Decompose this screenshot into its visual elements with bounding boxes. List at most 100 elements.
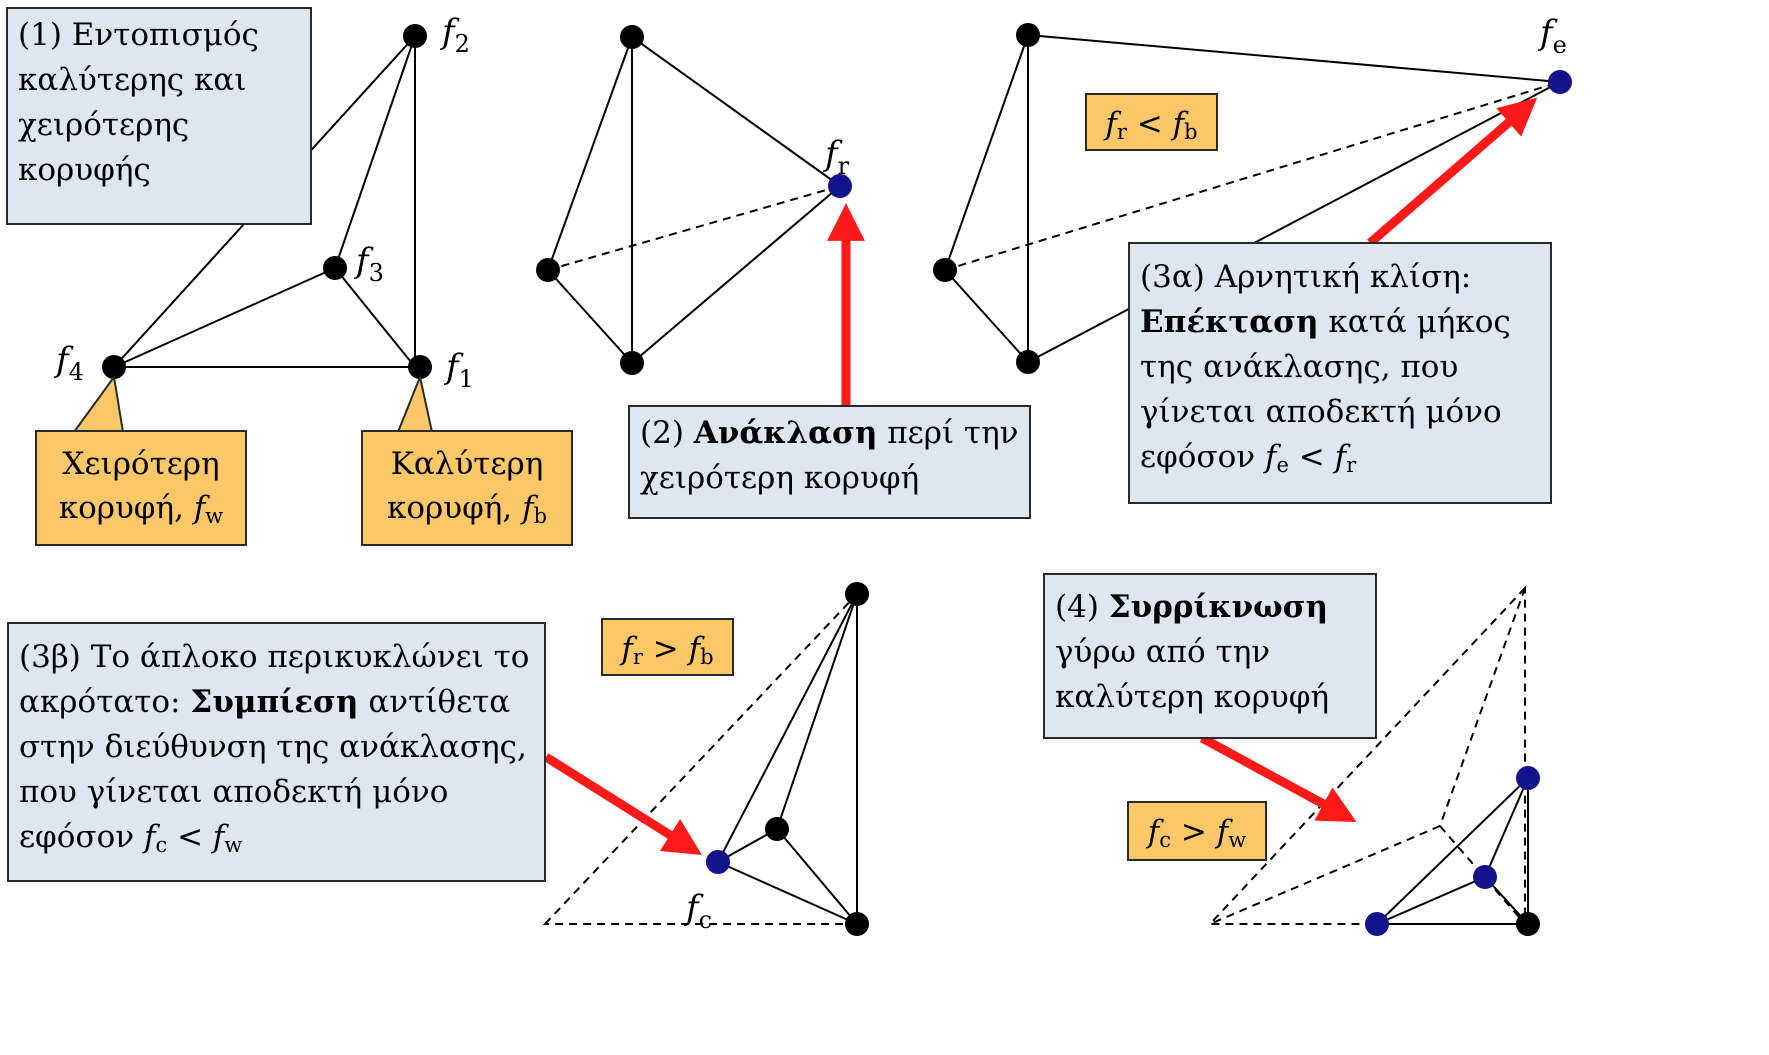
edge (334, 35, 416, 269)
vertex (845, 912, 869, 936)
edge (717, 861, 858, 925)
vertex-f4 (102, 355, 126, 379)
step3b-box: (3β) Το άπλοκο περικυκλώνει το ακρότατο:… (7, 622, 546, 882)
step4-rest: γύρω από την καλύτερη κορυφή (1055, 634, 1330, 715)
edge (631, 185, 841, 364)
vertex (1016, 350, 1040, 374)
vertex (1016, 23, 1040, 47)
edge (1027, 81, 1561, 363)
step3a-v2-sub: r (1346, 453, 1357, 477)
vertex-f1 (408, 355, 432, 379)
vertex (620, 25, 644, 49)
edge (1027, 34, 1561, 83)
edge (1376, 777, 1529, 925)
vertex (620, 351, 644, 375)
expansion-arrow (1367, 97, 1538, 247)
shrink-arrow (1199, 734, 1357, 823)
step3b-op: < (167, 819, 213, 855)
panel-reflection (547, 36, 841, 364)
panel-contraction (542, 591, 858, 925)
panel-reflection-vertices (536, 25, 852, 375)
step2-prefix: (2) (640, 415, 694, 451)
vertex (536, 258, 560, 282)
step3a-v1: f (1264, 439, 1277, 475)
panel-expansion (944, 34, 1561, 363)
step3a-op: < (1288, 439, 1335, 475)
step3b-v2-sub: w (224, 833, 243, 857)
step4-box: (4) Συρρίκνωση γύρω από την καλύτερη κορ… (1043, 573, 1377, 739)
cond-expand-rhs-sub: b (1184, 120, 1198, 144)
edge (113, 267, 336, 368)
vertex-f2 (403, 24, 427, 48)
step3a-bold: Επέκταση (1140, 304, 1319, 340)
step3b-rest: αντίθετα στην διεύθυνση της ανάκλασης, π… (19, 684, 527, 855)
reflection-line (547, 185, 841, 271)
cond-contract-lhs-sub: r (632, 645, 643, 669)
cond-expand-lhs-sub: r (1116, 120, 1127, 144)
worst-sub: w (205, 504, 224, 528)
edge (547, 36, 633, 271)
contraction-arrow (543, 753, 703, 856)
vertex (933, 258, 957, 282)
step2-rest: περί την χειρότερη κορυφή (640, 415, 1019, 496)
cond-shrink-op: > (1171, 814, 1217, 850)
condition-shrink: fc > fw (1127, 801, 1267, 861)
cond-shrink-lhs-sub: c (1159, 828, 1172, 852)
step3a-box: (3α) Αρνητική κλίση: Επέκταση κατά μήκος… (1128, 242, 1552, 504)
vertex-fr (828, 174, 852, 198)
edge (1376, 876, 1486, 925)
best-line2: κορυφή, (386, 490, 523, 526)
vertex (1473, 865, 1497, 889)
step3a-prefix: (3α) Αρνητική κλίση: (1140, 259, 1472, 295)
worst-vertex-callout: Χειρότερη κορυφή, fw (35, 430, 247, 546)
step1-text: (1) Εντοπισμός καλύτερης και χειρότερης … (18, 17, 259, 188)
step3b-v2: f (212, 819, 225, 855)
cond-shrink-rhs: f (1216, 814, 1229, 850)
vertex (1516, 912, 1540, 936)
step2-box: (2) Ανάκλαση περί την χειρότερη κορυφή (628, 405, 1031, 519)
vertex-f3 (323, 256, 347, 280)
step3b-bold: Συμπίεση (190, 684, 359, 720)
cond-contract-lhs: f (621, 631, 633, 667)
cond-contract-rhs: f (688, 631, 701, 667)
label-fc: fc (683, 888, 712, 934)
label-fr: fr (822, 134, 850, 180)
worst-line2: κορυφή, (58, 490, 194, 526)
edge (631, 36, 841, 187)
vertex-fe (1548, 70, 1572, 94)
best-sub: b (533, 504, 548, 528)
step3a-rest: κατά μήκος της ανάκλασης, που γίνεται απ… (1140, 304, 1511, 475)
condition-expand: fr < fb (1085, 93, 1218, 151)
original-inner-edge (1439, 587, 1526, 827)
edge (1484, 777, 1529, 878)
label-f2: f2 (439, 12, 470, 58)
vertex (845, 582, 869, 606)
best-vertex-callout: Καλύτερη κορυφή, fb (361, 430, 573, 546)
label-f3: f3 (353, 241, 384, 287)
step3b-prefix: (3β) Το άπλοκο περικυκλώνει το ακρότατο: (19, 639, 530, 720)
label-fe: fe (1537, 13, 1567, 59)
edge (717, 593, 858, 863)
worst-var: f (193, 490, 206, 526)
original-inner-edge (1439, 825, 1526, 925)
panel-initial-simplex (113, 35, 416, 368)
label-f1: f1 (443, 347, 474, 393)
condition-contract: fr > fb (601, 618, 734, 676)
cond-contract-rhs-sub: b (700, 645, 714, 669)
panel-shrink-vertices (1365, 766, 1540, 936)
step1-box: (1) Εντοπισμός καλύτερης και χειρότερης … (6, 7, 312, 225)
best-var: f (522, 490, 534, 526)
edge (776, 828, 858, 925)
step4-bold: Συρρίκνωση (1108, 589, 1329, 625)
step2-bold: Ανάκλαση (693, 415, 878, 451)
edge (944, 34, 1029, 271)
cond-expand-lhs: f (1105, 106, 1117, 142)
vertex (1516, 766, 1540, 790)
cond-expand-op: < (1126, 106, 1173, 142)
best-line1: Καλύτερη (390, 446, 544, 482)
vertex (1365, 912, 1389, 936)
cond-contract-op: > (642, 631, 689, 667)
edge (547, 269, 633, 364)
cond-expand-rhs: f (1172, 106, 1185, 142)
cond-shrink-rhs-sub: w (1228, 828, 1247, 852)
